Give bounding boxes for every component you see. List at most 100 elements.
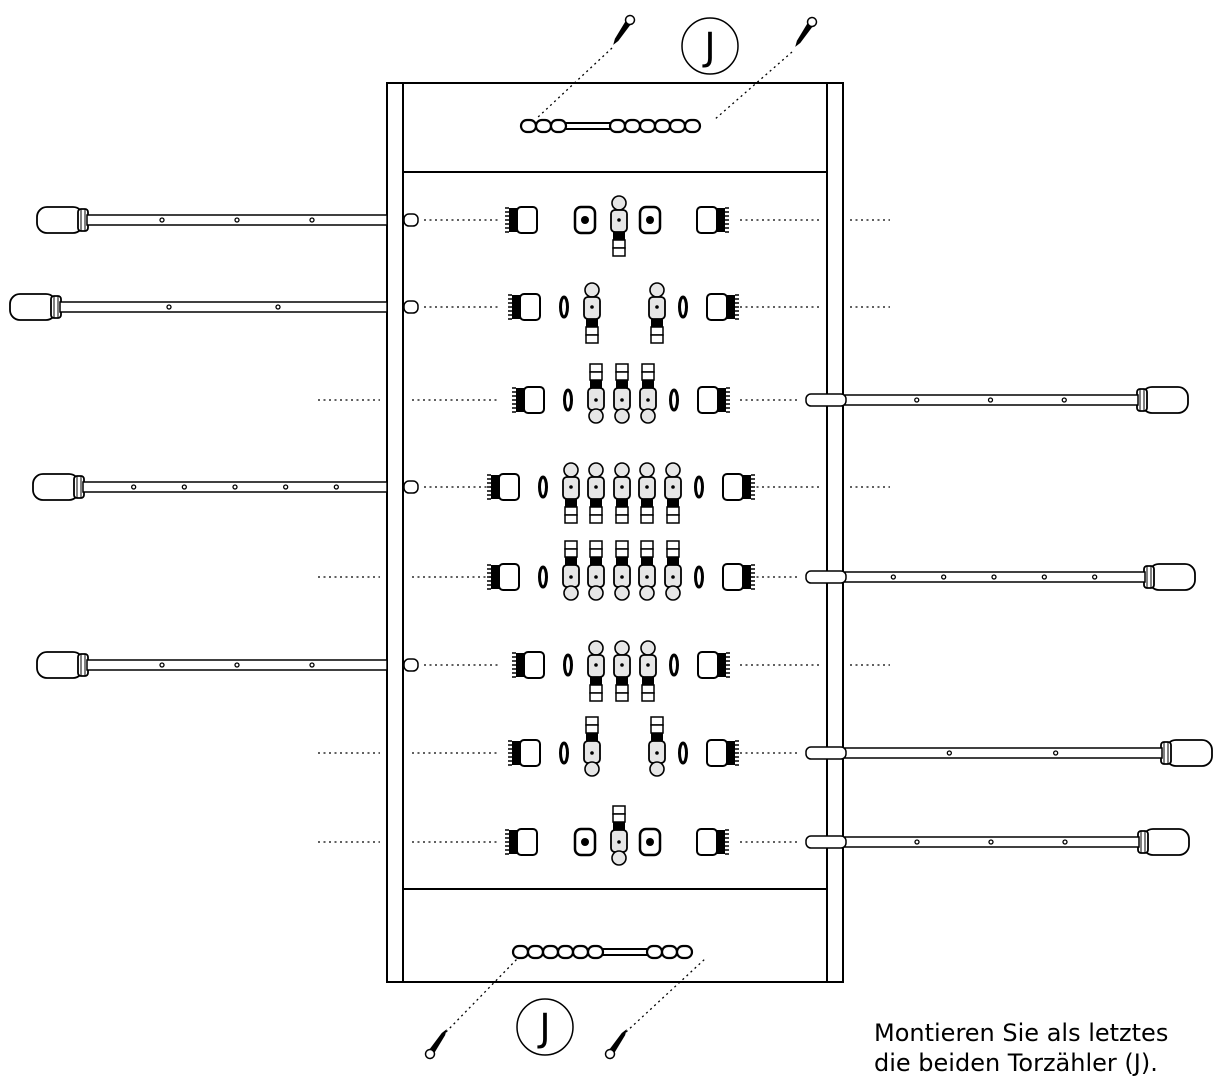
rod-hole	[991, 574, 997, 580]
figure-foot	[585, 716, 599, 726]
bumper-sleeve	[706, 739, 728, 767]
figure-hole	[617, 840, 621, 844]
assembly-instruction: Montieren Sie als letztes die beiden Tor…	[874, 1018, 1214, 1078]
rod-handle	[32, 473, 85, 501]
figure-head	[665, 585, 681, 601]
handle-grip	[1141, 386, 1189, 414]
bumper-sleeve	[498, 473, 520, 501]
figure-foot	[650, 334, 664, 344]
figure-spring	[616, 380, 628, 388]
figure-foot	[650, 716, 664, 726]
figure-head	[649, 282, 665, 298]
figure-head	[614, 462, 630, 478]
counter-bead	[638, 118, 657, 134]
washer-part	[559, 295, 569, 319]
rod-row-4	[32, 462, 890, 524]
screw-shaft	[609, 1029, 627, 1053]
figure-foot	[641, 363, 655, 373]
figure-foot	[615, 540, 629, 550]
goal-counter	[511, 944, 694, 960]
goalie-bumper-hub	[646, 838, 654, 846]
figure-hole	[655, 751, 659, 755]
player-figure	[639, 363, 657, 424]
figure-hole	[594, 398, 598, 402]
bumper-part	[696, 828, 729, 856]
goal-counters	[424, 14, 818, 1060]
counter-bead	[571, 944, 590, 960]
bumper-ring	[516, 653, 524, 677]
rod-tip	[805, 835, 847, 849]
rod-tip	[805, 570, 847, 584]
figure-head	[611, 850, 627, 866]
bumper-sleeve	[516, 206, 538, 234]
figure-head	[640, 640, 656, 656]
figure-spring	[590, 380, 602, 388]
figure-head	[639, 585, 655, 601]
callout-label-top: J	[702, 25, 715, 69]
rod-tip	[403, 658, 419, 672]
figure-legs	[641, 684, 655, 694]
figure-head	[639, 462, 655, 478]
bumper-part	[722, 473, 755, 501]
player-figure	[562, 540, 580, 601]
player-figure	[587, 640, 605, 702]
figure-legs	[615, 506, 629, 516]
figure-hole	[646, 398, 650, 402]
rod-row-7	[318, 716, 1213, 777]
figure-spring	[616, 557, 628, 565]
counter-bead	[549, 118, 568, 134]
bumper-sleeve	[697, 386, 719, 414]
figure-head	[588, 585, 604, 601]
figure-spring	[613, 232, 625, 240]
screw-icon	[613, 14, 636, 45]
figure-foot	[615, 692, 629, 702]
player-figure	[610, 195, 628, 257]
figure-legs	[612, 813, 626, 823]
figure-foot	[589, 692, 603, 702]
player-figure	[587, 462, 605, 524]
washer-part	[678, 295, 688, 319]
rod-hole	[988, 839, 994, 845]
rod-hole	[309, 217, 315, 223]
counter-bead	[683, 118, 702, 134]
bumper-sleeve	[523, 386, 545, 414]
rod-row-6	[36, 640, 890, 702]
screw-icon	[604, 1029, 627, 1060]
figure-hole	[590, 305, 594, 309]
figure-spring	[586, 319, 598, 327]
rod-hole	[131, 484, 137, 490]
figure-legs	[612, 239, 626, 249]
bumper-ring	[509, 208, 517, 232]
bumper-ring	[743, 475, 751, 499]
rod-row-3	[318, 363, 1189, 424]
bumper-sleeve	[523, 651, 545, 679]
counter-bead	[586, 944, 605, 960]
figure-legs	[640, 506, 654, 516]
figure-legs	[585, 724, 599, 734]
washer-part	[678, 741, 688, 765]
figure-foot	[585, 334, 599, 344]
figure-spring	[590, 677, 602, 685]
rod-hole	[309, 662, 315, 668]
counter-bead	[541, 944, 560, 960]
figure-hole	[671, 485, 675, 489]
counter-bead	[660, 944, 679, 960]
bumper-part	[508, 739, 541, 767]
counter-bead	[526, 944, 545, 960]
bumper-sleeve	[519, 739, 541, 767]
washer-part	[563, 653, 573, 677]
figure-foot	[564, 540, 578, 550]
bumper-part	[487, 563, 520, 591]
rod-shaft	[842, 747, 1163, 759]
rod-hole	[283, 484, 289, 490]
figure-legs	[585, 326, 599, 336]
rod-hole	[987, 397, 994, 403]
figure-spring	[667, 557, 679, 565]
counter-bead	[556, 944, 575, 960]
bumper-part	[487, 473, 520, 501]
rod-handle	[1136, 386, 1189, 414]
player-figure	[613, 540, 631, 601]
figure-hole	[620, 485, 624, 489]
figure-head	[640, 408, 656, 424]
bumper-ring	[727, 741, 735, 765]
